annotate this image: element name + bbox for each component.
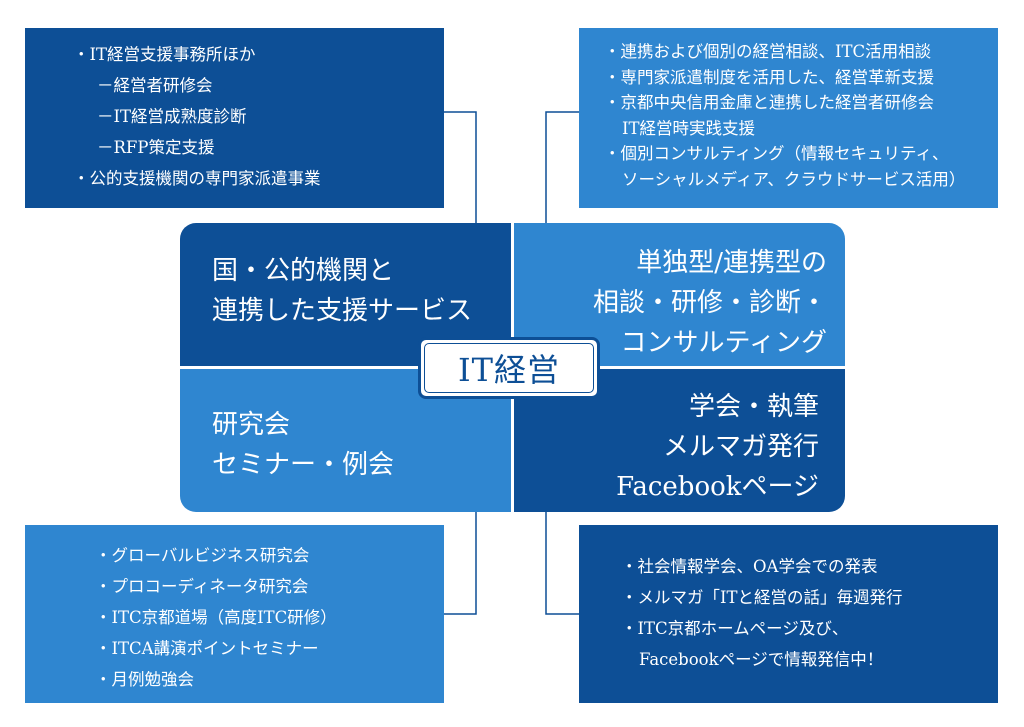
center-label-box: IT経営 [418,337,600,399]
detail-line: ・連携および個別の経営相談、ITC活用相談 [604,42,932,61]
detail-box-public-support: ・IT経営支援事務所ほか －経営者研修会 －IT経営成熟度診断 －RFP策定支援… [25,28,444,208]
detail-line: ・専門家派遣制度を活用した、経営革新支援 [604,67,934,87]
detail-line: ソーシャルメディア、クラウドサービス活用） [622,169,966,189]
quadrant-title-line: セミナー・例会 [212,450,395,480]
quadrant-title-line: 連携した支援サービス [212,296,473,326]
detail-line: ・ITC京都ホームページ及び、 [621,619,849,638]
quadrant-title-line: メルマガ発行 [662,432,819,462]
detail-line: ・ITCA講演ポイントセミナー [95,639,319,658]
detail-line: －IT経営成熟度診断 [97,107,247,126]
quadrant-title-line: 国・公的機関と [212,256,395,286]
quadrant-academic-publishing: 学会・執筆 メルマガ発行 Facebookページ [514,369,845,512]
quadrant-title-line: 学会・執筆 [688,392,819,422]
connector-top-left [444,111,477,223]
detail-line: IT経営時実践支援 [622,118,756,138]
detail-line: ・グローバルビジネス研究会 [95,546,310,565]
connector-top-right [545,111,579,223]
detail-box-publications: ・社会情報学会、OA学会での発表 ・メルマガ「ITと経営の話」毎週発行 ・ITC… [579,525,998,703]
detail-line: ・京都中央信用金庫と連携した経営者研修会 [604,93,934,112]
quadrant-title-line: 研究会 [212,410,291,440]
detail-line: ・個別コンサルティング（情報セキュリティ、 [604,144,949,163]
detail-line: ・メルマガ「ITと経営の話」毎週発行 [621,588,903,607]
quadrant-title-line: 相談・研修・診断・ [592,288,827,318]
detail-line: ・月例勉強会 [95,670,194,689]
detail-line: ・ITC京都道場（高度ITC研修） [95,608,337,627]
detail-line: ・IT経営支援事務所ほか [73,45,256,64]
connector-bottom-left [444,512,477,615]
detail-line: －RFP策定支援 [97,138,215,157]
detail-box-consulting: ・連携および個別の経営相談、ITC活用相談 ・専門家派遣制度を活用した、経営革新… [579,28,998,208]
detail-line: ・社会情報学会、OA学会での発表 [621,557,878,576]
quadrant-public-partnership: 国・公的機関と 連携した支援サービス [180,223,511,366]
connector-bottom-right [545,512,579,615]
quadrant-title-line: Facebookページ [616,472,819,502]
quadrant-title-line: コンサルティング [620,328,827,358]
quadrant-title-line: 単独型/連携型の [636,248,827,278]
detail-line: ・公的支援機関の専門家派遣事業 [73,169,321,188]
center-label: IT経営 [424,343,594,393]
detail-line: ・プロコーディネータ研究会 [95,577,309,596]
detail-line: －経営者研修会 [97,76,213,95]
detail-box-study-groups: ・グローバルビジネス研究会 ・プロコーディネータ研究会 ・ITC京都道場（高度I… [25,525,444,703]
detail-line: Facebookページで情報発信中！ [639,650,884,669]
